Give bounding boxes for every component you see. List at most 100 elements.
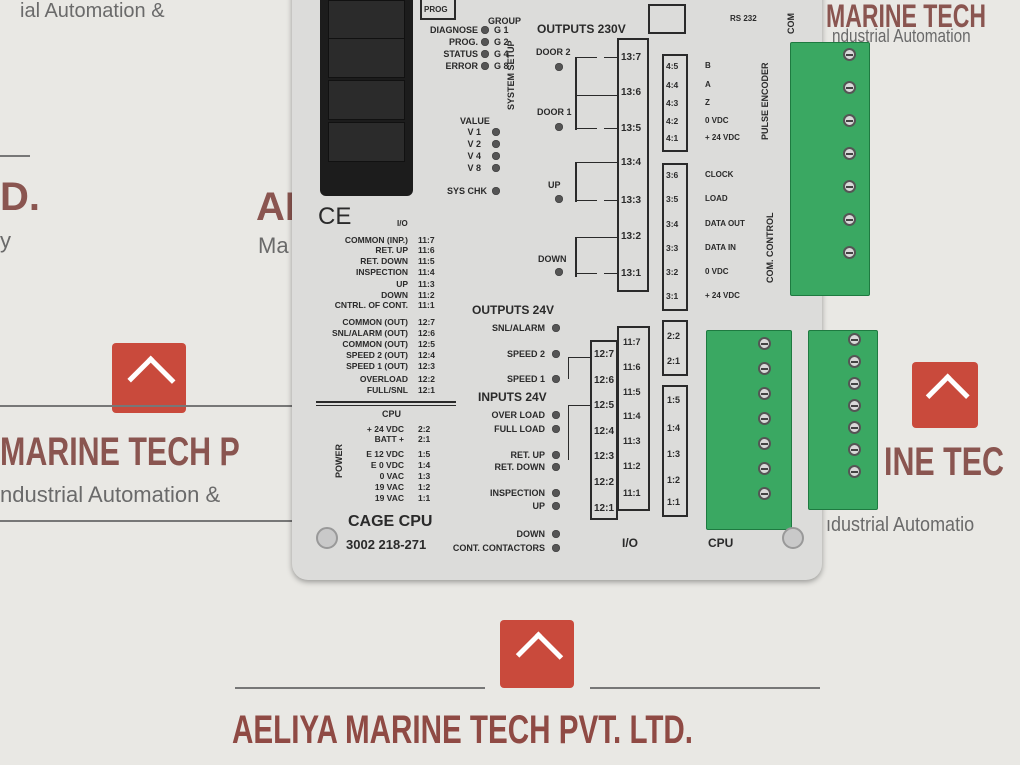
io-input-label: INSPECTION bbox=[356, 267, 408, 277]
terminal-4-name: Z bbox=[705, 98, 710, 107]
terminal-11: 11:7 bbox=[623, 337, 641, 347]
terminal-screw-icon[interactable] bbox=[843, 147, 856, 160]
io-output-pin: 12:2 bbox=[418, 374, 436, 384]
terminal-screw-icon[interactable] bbox=[843, 246, 856, 259]
terminal-3-name: LOAD bbox=[705, 194, 728, 203]
led-indicator bbox=[552, 463, 560, 471]
terminal-screw-icon[interactable] bbox=[758, 362, 771, 375]
led-indicator bbox=[555, 123, 563, 131]
watermark-text: ndustrial Automation & bbox=[0, 482, 221, 507]
terminal-3: 3:3 bbox=[666, 243, 679, 253]
wiring-line bbox=[604, 128, 617, 129]
terminal-screw-icon[interactable] bbox=[758, 437, 771, 450]
terminal-screw-icon[interactable] bbox=[758, 487, 771, 500]
wiring-line bbox=[316, 405, 456, 406]
terminal-screw-icon[interactable] bbox=[848, 355, 861, 368]
terminal-screw-icon[interactable] bbox=[843, 114, 856, 127]
terminal-4-name: 0 VDC bbox=[705, 116, 729, 125]
ce-mark: CE bbox=[318, 203, 352, 230]
wiring-line bbox=[604, 273, 617, 274]
terminal-3-name: CLOCK bbox=[705, 170, 734, 179]
led-indicator bbox=[552, 489, 560, 497]
cpu-item-label: 19 VAC bbox=[374, 482, 404, 492]
led-indicator bbox=[552, 425, 560, 433]
io-input-label: UP bbox=[396, 279, 408, 289]
output-230-label: DOOR 1 bbox=[537, 107, 572, 117]
terminal-screw-icon[interactable] bbox=[758, 387, 771, 400]
group-code: G 1 bbox=[494, 25, 509, 35]
terminal-screw-icon[interactable] bbox=[848, 377, 861, 390]
cpu-item-pin: 2:1 bbox=[418, 434, 431, 444]
terminal-2: 2:1 bbox=[667, 356, 681, 366]
terminal-13: 13:4 bbox=[621, 157, 642, 168]
value-label: V 2 bbox=[467, 139, 481, 149]
wiring-line bbox=[575, 57, 577, 97]
wiring-line bbox=[568, 357, 569, 379]
terminal-screw-icon[interactable] bbox=[758, 337, 771, 350]
terminal-2: 2:2 bbox=[667, 331, 681, 341]
key-button[interactable] bbox=[328, 80, 405, 120]
keypad bbox=[320, 0, 413, 196]
terminal-12: 12:1 bbox=[594, 503, 615, 514]
terminal-screw-icon[interactable] bbox=[848, 443, 861, 456]
pulse-encoder-label: PULSE ENCODER bbox=[760, 62, 770, 140]
terminal-screw-icon[interactable] bbox=[848, 333, 861, 346]
output-24-label: SNL/ALARM bbox=[492, 323, 545, 333]
terminal-screw-icon[interactable] bbox=[758, 462, 771, 475]
cpu-item-label: BATT + bbox=[374, 434, 404, 444]
io-output-label: SPEED 1 (OUT) bbox=[346, 361, 408, 371]
terminal-1: 1:2 bbox=[667, 475, 681, 485]
terminal-screw-icon[interactable] bbox=[843, 213, 856, 226]
cpu-item-pin: 1:3 bbox=[418, 471, 431, 481]
led-indicator bbox=[552, 451, 560, 459]
terminal-3: 3:6 bbox=[666, 170, 679, 180]
terminal-1: 1:1 bbox=[667, 497, 681, 507]
terminal-13: 13:7 bbox=[621, 52, 642, 63]
terminal-block bbox=[706, 330, 792, 530]
cpu-item-pin: 2:2 bbox=[418, 424, 431, 434]
product-title: CAGE CPU bbox=[348, 513, 433, 530]
terminal-screw-icon[interactable] bbox=[843, 180, 856, 193]
led-indicator bbox=[552, 411, 560, 419]
terminal-12: 12:3 bbox=[594, 451, 615, 462]
terminal-screw-icon[interactable] bbox=[848, 465, 861, 478]
group-label: DIAGNOSE bbox=[429, 25, 478, 35]
input-24-label: OVER LOAD bbox=[491, 410, 545, 420]
wiring-line bbox=[604, 57, 617, 58]
key-button[interactable] bbox=[328, 122, 405, 162]
terminal-screw-icon[interactable] bbox=[848, 421, 861, 434]
group-label: PROG. bbox=[448, 37, 478, 47]
prog-button[interactable] bbox=[420, 0, 456, 20]
group-label: ERROR bbox=[445, 61, 478, 71]
led-indicator bbox=[492, 140, 500, 148]
io-output-pin: 12:7 bbox=[418, 317, 436, 327]
terminal-4-name: A bbox=[705, 80, 711, 89]
input-24-label: CONT. CONTACTORS bbox=[452, 543, 545, 553]
terminal-screw-icon[interactable] bbox=[843, 81, 856, 94]
terminal-screw-icon[interactable] bbox=[848, 399, 861, 412]
output-230-label: UP bbox=[548, 180, 561, 190]
wiring-line bbox=[575, 162, 577, 202]
value-label: V 1 bbox=[467, 127, 481, 137]
io-input-label: DOWN bbox=[381, 290, 408, 300]
terminal-11: 11:1 bbox=[623, 488, 641, 498]
terminal-screw-icon[interactable] bbox=[758, 412, 771, 425]
watermark-logo bbox=[112, 343, 186, 413]
group-label: STATUS bbox=[443, 49, 478, 59]
terminal-screw-icon[interactable] bbox=[843, 48, 856, 61]
watermark-text: Ma bbox=[258, 233, 289, 258]
terminal-11: 11:5 bbox=[623, 387, 641, 397]
value-label: V 4 bbox=[467, 151, 481, 161]
terminal-box bbox=[617, 38, 649, 292]
watermark-text: MARINE TECH P bbox=[0, 430, 240, 474]
io-input-label: RET. UP bbox=[375, 245, 408, 255]
watermark-text: ıdustrial Automatio bbox=[826, 514, 975, 536]
terminal-3-name: 0 VDC bbox=[705, 267, 729, 276]
led-indicator bbox=[492, 187, 500, 195]
screw-icon bbox=[782, 527, 804, 549]
key-button[interactable] bbox=[328, 0, 405, 40]
wiring-line bbox=[575, 237, 617, 238]
output-24-label: SPEED 1 bbox=[506, 374, 545, 384]
key-button[interactable] bbox=[328, 38, 405, 78]
terminal-box bbox=[662, 385, 688, 517]
